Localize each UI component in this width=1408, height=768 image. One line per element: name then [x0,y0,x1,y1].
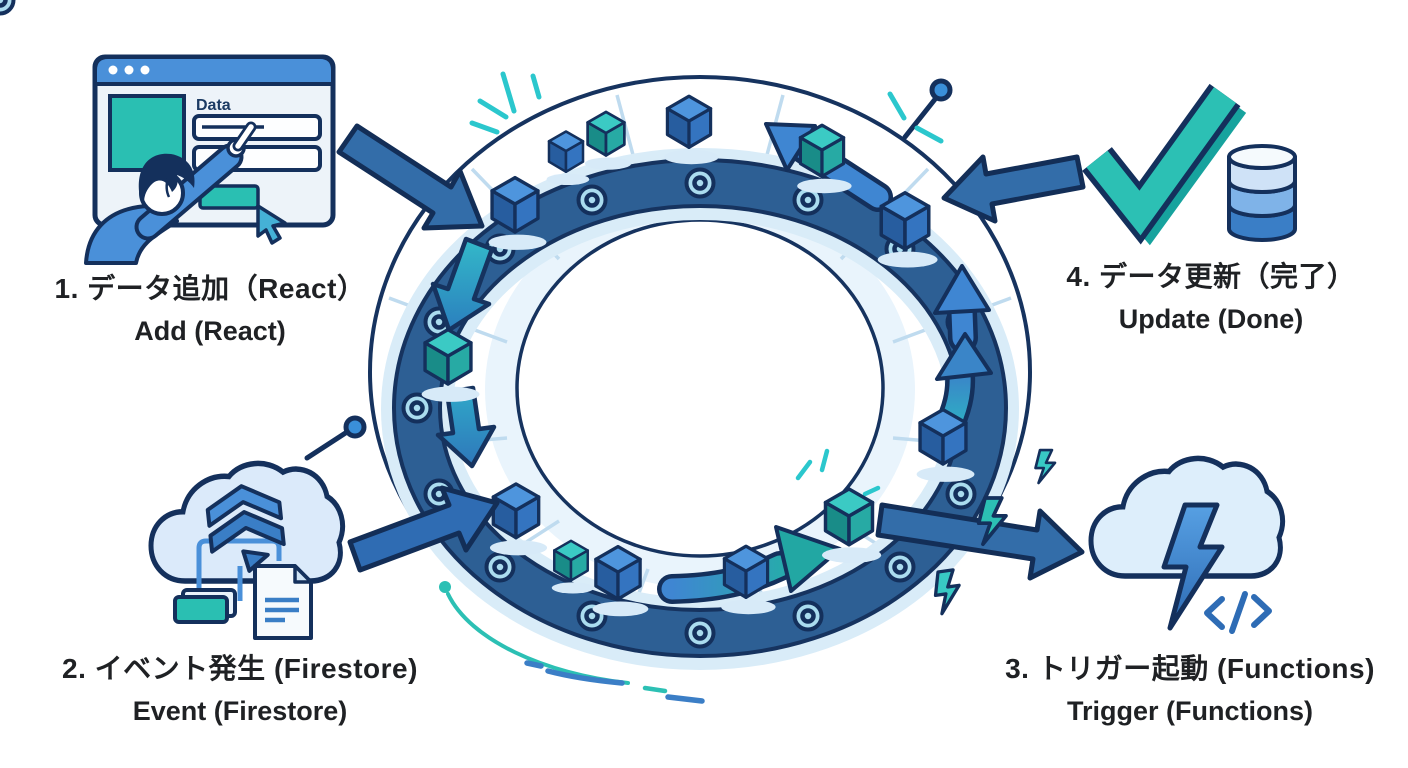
checkmark-icon [1086,87,1236,236]
step2-entry-arrow [347,485,500,573]
flow-arrow-left-down [430,236,495,333]
step1-label-jp: 1. データ追加（React） [54,273,366,304]
step4-label-jp: 4. データ更新（完了） [1066,261,1356,292]
window-dots-icon [108,65,150,75]
step1-label: 1. データ追加（React） Add (React) [25,272,395,347]
step2-label: 2. イベント発生 (Firestore) Event (Firestore) [35,652,445,727]
step1-entry-arrow [336,123,485,231]
firestore-icon [205,484,286,573]
step4-entry-arrow [941,154,1086,224]
step3-exit-arrow [875,502,1085,581]
pin-marker-top-right [887,78,953,144]
browser-window-illustration: Data [84,54,336,265]
pin-marker-bottom-left [304,415,367,461]
connector-bracket [196,538,282,592]
code-brackets-icon [1204,591,1272,634]
motion-arcs-bottom-left [439,581,705,704]
step2-label-jp: 2. イベント発生 (Firestore) [62,653,418,684]
cursor-icon [256,204,287,245]
sparkle-dashes-near-teal-cube [795,448,881,497]
step4-label: 4. データ更新（完了） Update (Done) [1050,260,1372,335]
record-card-icon [173,588,237,624]
browser-title-bar [93,55,335,86]
functions-cloud-illustration [1091,458,1283,634]
document-icon [253,564,313,640]
step3-label-jp: 3. トリガー起動 (Functions) [1005,653,1375,684]
user-pointing-illustration [84,121,257,265]
sparkle-dashes-top-left [469,71,542,135]
step3-label-en: Trigger (Functions) [1067,695,1313,726]
step1-label-en: Add (React) [134,315,286,346]
band-rivets [0,0,975,647]
checkmark-database-illustration [1082,83,1297,246]
step3-label: 3. トリガー起動 (Functions) Trigger (Functions… [980,652,1400,727]
firestore-cloud-illustration [151,463,343,640]
database-icon [1227,144,1297,242]
step4-label-en: Update (Done) [1118,303,1304,334]
form-data-label: Data [196,97,231,114]
lightning-bolt-icon [1161,502,1225,631]
flow-arrow-right-up-upper [933,264,991,353]
step2-label-en: Event (Firestore) [132,695,348,726]
